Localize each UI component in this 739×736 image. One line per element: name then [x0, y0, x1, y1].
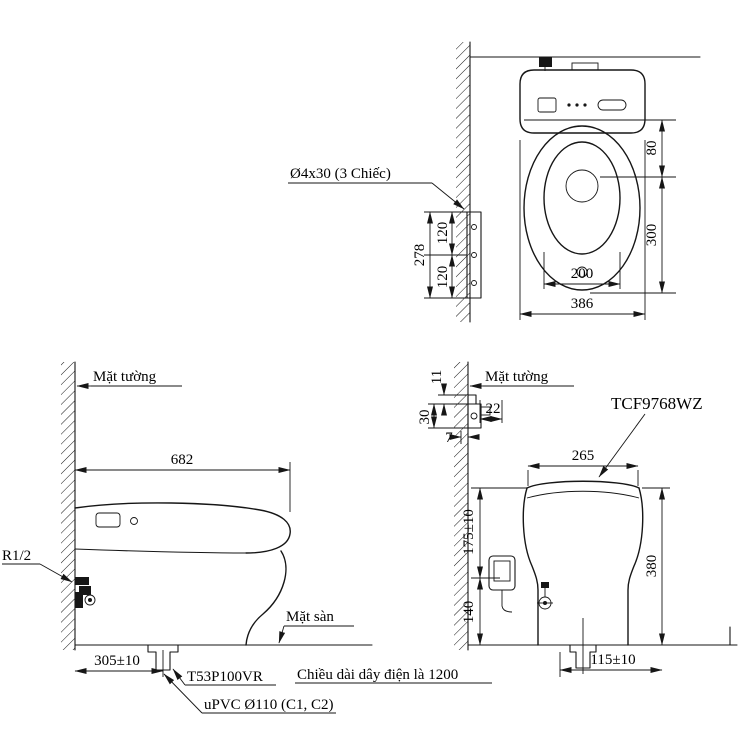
seat-bumper — [576, 266, 588, 278]
lid-notch — [571, 62, 599, 71]
dim-text-80: 80 — [644, 141, 660, 156]
control-dot — [567, 103, 571, 107]
dim-text-115: 115±10 — [590, 652, 635, 668]
control-dot — [583, 103, 587, 107]
wall-hatching — [61, 362, 75, 650]
pipe-leader — [163, 673, 203, 714]
body-left-outline — [522, 487, 539, 646]
lid-detail-panel — [95, 512, 121, 528]
anchor-hole — [471, 280, 477, 286]
spray-unit — [488, 555, 516, 613]
wall-label: Mặt tường — [93, 369, 157, 385]
bowl-inlet-circle — [565, 169, 599, 203]
dim-text-305: 305±10 — [94, 653, 140, 669]
seat-outline — [523, 125, 641, 291]
lid-profile — [74, 502, 291, 554]
dim-text-380: 380 — [644, 555, 660, 578]
dim-text-682: 682 — [171, 452, 194, 468]
bowl-profile — [245, 550, 287, 646]
model-label: TCF9768WZ — [611, 394, 703, 413]
cable-note: Chiều dài dây điện là 1200 — [297, 667, 458, 683]
tank-plan-outline — [519, 69, 646, 134]
side-view: Mặt tường R1/2 682 Mặt sàn — [2, 361, 492, 714]
front-view: Mặt tường 11 30 7 22 TCF9768WZ — [417, 361, 738, 677]
dim-text-120-lower: 120 — [435, 266, 451, 289]
dim-text-278: 278 — [412, 244, 428, 267]
supply-fitting — [539, 57, 552, 67]
dim-text-200: 200 — [571, 266, 594, 282]
bowl-outline — [543, 141, 621, 255]
floor-leader — [278, 625, 286, 644]
lid-seam — [74, 548, 247, 554]
plan-view: Ø4x30 (3 Chiếc) 278 120 120 80 300 200 3… — [288, 41, 701, 323]
model-leader — [598, 413, 646, 478]
dim-text-7: 7 — [445, 430, 453, 446]
dim-text-140: 140 — [461, 601, 477, 624]
drain-model-leader — [172, 668, 186, 686]
inlet-leader — [39, 563, 73, 583]
floor-label: Mặt sàn — [286, 609, 334, 625]
dim-text-265: 265 — [572, 448, 595, 464]
control-pad — [537, 97, 557, 113]
body-right-outline — [627, 487, 644, 646]
stop-valve — [537, 582, 553, 610]
control-slot — [597, 99, 627, 111]
dim-text-11: 11 — [429, 370, 445, 384]
tank-top-outline — [526, 480, 640, 489]
wall-label: Mặt tường — [485, 369, 549, 385]
drain-model-label: T53P100VR — [187, 669, 263, 685]
anchor-hole — [471, 224, 477, 230]
wall-hatching — [456, 42, 470, 322]
inlet-label: R1/2 — [2, 548, 31, 564]
dim-text-30: 30 — [417, 410, 433, 425]
anchor-leader — [431, 182, 465, 210]
dim-text-300: 300 — [644, 224, 660, 247]
water-inlet-fitting — [75, 577, 96, 608]
control-dot — [575, 103, 579, 107]
tank-seam — [526, 490, 640, 499]
anchor-hole — [471, 252, 477, 258]
pipe-label: uPVC Ø110 (C1, C2) — [204, 697, 333, 713]
dim-text-120-upper: 120 — [435, 222, 451, 245]
lid-detail-button — [130, 517, 138, 525]
dim-text-175: 175±10 — [461, 509, 477, 555]
anchor-label: Ø4x30 (3 Chiếc) — [290, 166, 391, 182]
dim-text-386: 386 — [571, 296, 594, 312]
dim-text-22: 22 — [486, 401, 501, 417]
